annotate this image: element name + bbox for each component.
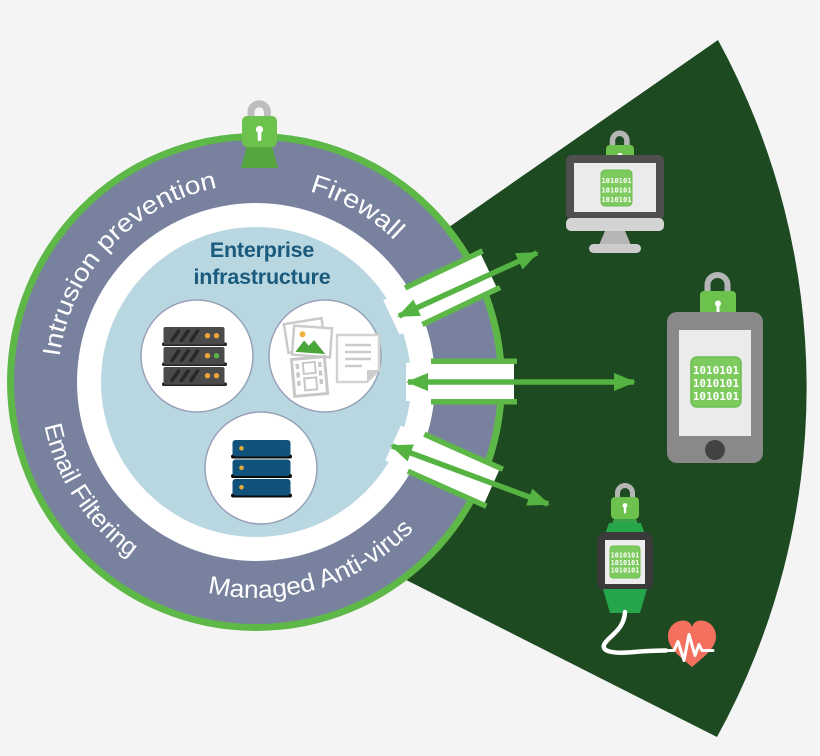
main-padlock-icon [241,100,278,168]
arrow-bidirectional-bottom [390,443,550,507]
binary-row: 1010101 [611,567,640,575]
keyhole [255,125,264,134]
monitor-stand [599,231,631,245]
database-icon [231,440,292,498]
film-strip-icon [289,354,330,398]
slot-wall [431,399,517,405]
database-unit [231,440,292,459]
tablet: 1010101 1010101 1010101 [667,272,763,463]
data-code-block [609,545,641,579]
document-icon [335,333,381,384]
data-code-block [600,169,633,207]
arrow-bidirectional-top [397,250,539,319]
sensor-cable [601,609,669,655]
binary-row: 1010101 [693,390,740,403]
database-unit [231,459,292,478]
ecg-pulse-line [664,633,715,662]
keyhole-stem [257,131,262,141]
photo-front-icon [290,324,334,359]
monitor-bezel [566,218,664,231]
binary-row: 1010101 [693,377,740,390]
server-rack-icon [162,327,227,386]
monitor-base [589,244,641,253]
binary-row: 1010101 [601,195,631,204]
database-unit [231,479,292,498]
core-title-line2: infrastructure [194,265,331,289]
server-unit [162,347,227,366]
binary-row: 1010101 [601,176,631,185]
binary-row: 1010101 [611,552,640,560]
home-button [705,440,725,460]
slot-wall [431,358,517,364]
smartwatch: 1010101 1010101 1010101 [597,483,716,667]
binary-row: 1010101 [601,186,631,195]
binary-row: 1010101 [693,364,740,377]
desktop-computer: 1010101 1010101 1010101 [566,130,664,253]
server-unit [162,367,227,386]
traffic-arrows [390,250,636,507]
core-assets [140,299,382,525]
data-code-block [690,356,742,408]
media-files-icon [282,316,381,398]
padlock-shackle [247,100,271,120]
binary-row: 1010101 [611,559,640,567]
padlock-tab [241,146,278,168]
server-unit [162,327,227,346]
watch-band-bottom [603,589,647,613]
core-title-line1: Enterprise [210,238,315,262]
